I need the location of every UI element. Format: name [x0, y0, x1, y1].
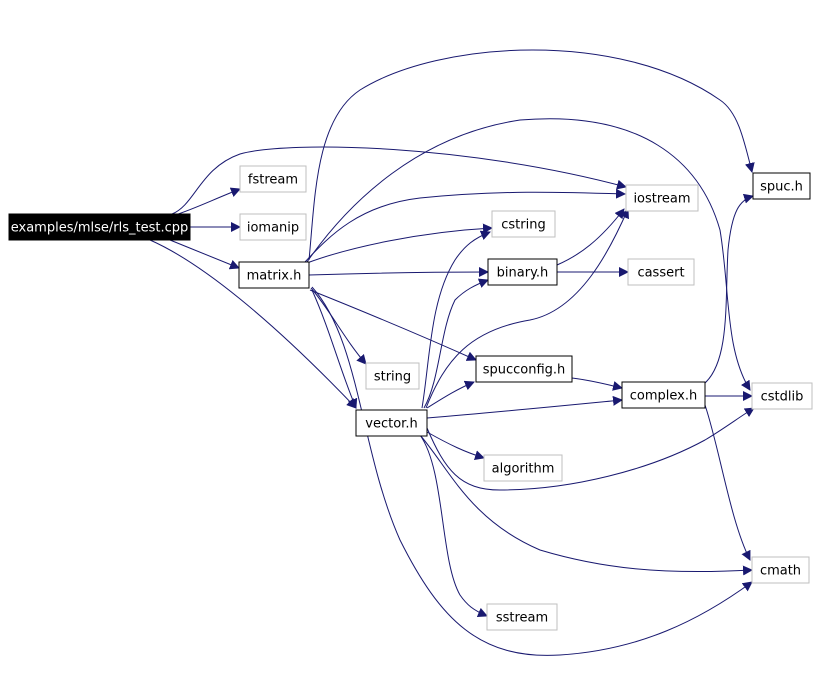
node-label-spucconfig: spucconfig.h — [483, 363, 566, 378]
node-label-binary: binary.h — [497, 266, 549, 281]
node-label-iomanip: iomanip — [247, 221, 299, 236]
edge-root-matrix — [169, 239, 240, 270]
node-complex[interactable]: complex.h — [621, 381, 706, 409]
edge-root-vector — [149, 239, 357, 409]
edge-spucconfig-complex — [571, 377, 623, 391]
node-box-sstream — [486, 603, 558, 631]
node-fstream[interactable]: fstream — [239, 165, 307, 193]
node-label-cstring: cstring — [501, 218, 545, 233]
edge-vector-spucconfig — [426, 380, 475, 409]
edge-matrix-spucconfig — [309, 289, 477, 361]
edge-vector-cmath — [419, 434, 753, 576]
node-label-cassert: cassert — [637, 266, 684, 281]
node-cstdlib[interactable]: cstdlib — [751, 382, 813, 410]
edge-matrix-cstdlib — [306, 118, 751, 391]
node-root[interactable]: examples/mlse/rls_test.cpp — [8, 213, 191, 241]
node-box-cassert — [627, 258, 695, 286]
node-box-string — [365, 362, 420, 390]
node-cstring[interactable]: cstring — [491, 210, 556, 238]
node-label-root: examples/mlse/rls_test.cpp — [11, 221, 189, 236]
edge-matrix-binary — [308, 267, 489, 278]
node-box-vector — [355, 409, 428, 437]
node-box-cstdlib — [751, 382, 813, 410]
node-iomanip[interactable]: iomanip — [239, 213, 307, 241]
edge-matrix-iostream — [304, 188, 626, 263]
node-spuc[interactable]: spuc.h — [752, 172, 811, 200]
edge-vector-binary — [423, 278, 489, 409]
edge-matrix-vector — [311, 289, 358, 409]
edge-matrix-string — [310, 287, 367, 365]
node-label-fstream: fstream — [248, 173, 298, 188]
edge-complex-cmath — [704, 404, 751, 561]
node-label-string: string — [374, 370, 411, 385]
node-label-vector: vector.h — [365, 417, 417, 432]
edge-root-iostream — [171, 146, 627, 215]
edge-binary-iostream — [556, 208, 625, 266]
node-box-matrix — [238, 261, 310, 289]
node-algorithm[interactable]: algorithm — [483, 454, 563, 482]
node-spucconfig[interactable]: spucconfig.h — [475, 355, 573, 383]
node-binary[interactable]: binary.h — [487, 258, 558, 286]
node-box-root — [8, 213, 191, 241]
node-box-iostream — [625, 184, 699, 212]
node-box-spucconfig — [475, 355, 573, 383]
edge-matrix-cstring — [306, 223, 493, 264]
node-label-algorithm: algorithm — [492, 462, 555, 477]
edge-root-fstream — [171, 187, 241, 217]
node-string[interactable]: string — [365, 362, 420, 390]
node-label-complex: complex.h — [630, 389, 697, 404]
edge-complex-spuc — [704, 193, 754, 384]
node-label-iostream: iostream — [633, 192, 690, 207]
edge-vector-complex — [426, 395, 623, 419]
node-box-iomanip — [239, 213, 307, 241]
edge-vector-sstream — [419, 434, 488, 618]
edge-matrix-spuc — [308, 49, 755, 261]
node-box-binary — [487, 258, 558, 286]
node-label-cmath: cmath — [760, 564, 801, 579]
edge-vector-cstring — [421, 230, 491, 409]
edge-vector-iostream — [425, 208, 629, 409]
node-iostream[interactable]: iostream — [625, 184, 699, 212]
node-sstream[interactable]: sstream — [486, 603, 558, 631]
node-matrix[interactable]: matrix.h — [238, 261, 310, 289]
node-box-spuc — [752, 172, 811, 200]
edge-matrix-cmath — [311, 286, 753, 656]
node-label-cstdlib: cstdlib — [761, 390, 804, 405]
node-label-sstream: sstream — [496, 611, 548, 626]
node-vector[interactable]: vector.h — [355, 409, 428, 437]
node-box-fstream — [239, 165, 307, 193]
node-box-complex — [621, 381, 706, 409]
node-label-spuc: spuc.h — [760, 180, 803, 195]
node-box-cstring — [491, 210, 556, 238]
node-cassert[interactable]: cassert — [627, 258, 695, 286]
edge-vector-cstdlib — [426, 407, 755, 491]
node-label-matrix: matrix.h — [247, 269, 302, 284]
edge-vector-algorithm — [426, 431, 485, 461]
node-cmath[interactable]: cmath — [751, 556, 810, 584]
node-box-algorithm — [483, 454, 563, 482]
node-box-cmath — [751, 556, 810, 584]
